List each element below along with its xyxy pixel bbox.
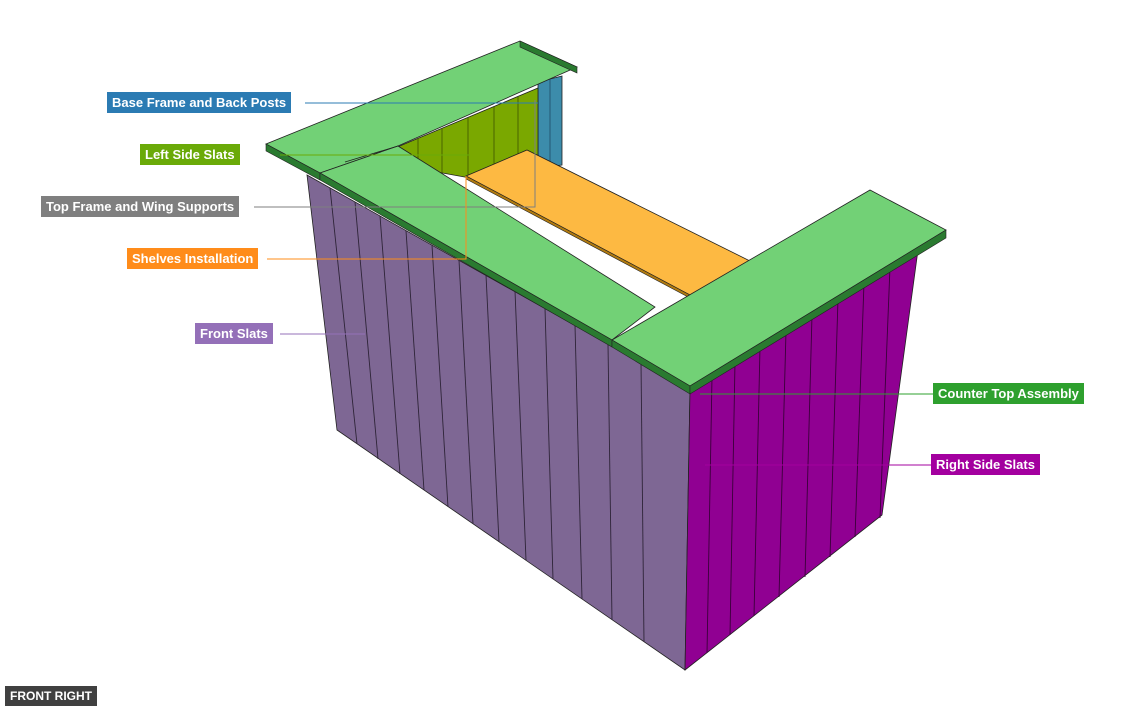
- label-right-side-slats: Right Side Slats: [931, 454, 1040, 475]
- label-shelves: Shelves Installation: [127, 248, 259, 269]
- label-left-side-slats: Left Side Slats: [140, 144, 240, 165]
- label-base-frame: Base Frame and Back Posts: [107, 92, 292, 113]
- leader-lines: [254, 100, 933, 466]
- label-front-slats: Front Slats: [195, 323, 273, 344]
- label-top-frame: Top Frame and Wing Supports: [41, 196, 240, 217]
- view-badge: FRONT RIGHT: [5, 686, 97, 706]
- label-counter-top: Counter Top Assembly: [933, 383, 1084, 404]
